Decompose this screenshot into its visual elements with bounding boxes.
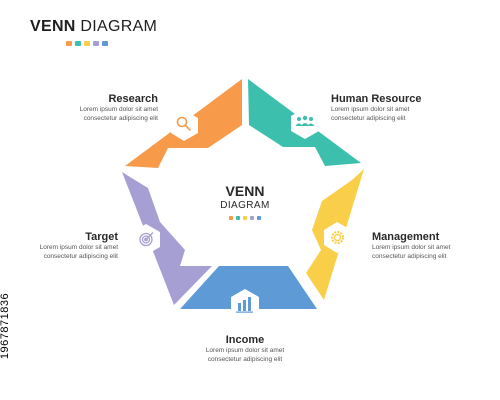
- target-icon: [139, 232, 154, 247]
- segment-target: [122, 172, 212, 305]
- bar-chart-icon: [236, 297, 253, 313]
- human-resource-label: Human Resource Lorem ipsum dolor sit ame…: [331, 93, 421, 123]
- research-badge: [171, 110, 198, 141]
- human-resource-badge: [291, 108, 319, 139]
- title-bold: VENN: [30, 18, 76, 35]
- research-label: Research Lorem ipsum dolor sit amet cons…: [80, 93, 158, 123]
- management-badge: [324, 222, 351, 253]
- human-resource-desc-2: consectetur adipiscing elit: [331, 114, 406, 122]
- color-dot: [250, 216, 254, 220]
- center-title-line1: VENN: [225, 183, 265, 199]
- center-title: VENN DIAGRAM: [200, 183, 290, 220]
- color-dot: [75, 41, 81, 46]
- research-desc-1: Lorem ipsum dolor sit amet: [79, 106, 158, 113]
- management-label: Management Lorem ipsum dolor sit amet co…: [372, 231, 450, 261]
- segment-income: [180, 266, 317, 309]
- income-label: Income Lorem ipsum dolor sit amet consec…: [195, 334, 295, 364]
- color-dot: [84, 41, 90, 46]
- color-dot: [93, 41, 99, 46]
- income-desc-1: Lorem ipsum dolor sit amet: [205, 347, 285, 354]
- title-color-dots: [66, 41, 108, 46]
- human-resource-desc-1: Lorem ipsum dolor sit amet: [331, 106, 410, 113]
- center-title-line2: DIAGRAM: [220, 200, 270, 211]
- research-heading: Research: [108, 93, 158, 105]
- color-dot: [229, 216, 233, 220]
- management-desc-2: consectetur adipiscing elit: [372, 252, 447, 260]
- color-dot: [66, 41, 72, 46]
- color-dot: [243, 216, 247, 220]
- income-heading: Income: [225, 334, 265, 346]
- research-desc-2: consectetur adipiscing elit: [83, 114, 158, 122]
- target-heading: Target: [85, 231, 118, 243]
- target-label: Target Lorem ipsum dolor sit amet consec…: [40, 231, 118, 261]
- income-badge: [231, 289, 259, 320]
- gear-icon: [330, 230, 345, 245]
- income-desc-2: consectetur adipiscing elit: [207, 355, 283, 363]
- people-icon: [295, 115, 315, 126]
- magnifier-icon: [176, 116, 191, 131]
- management-heading: Management: [372, 231, 440, 243]
- image-id: 1967871836: [0, 292, 12, 360]
- management-desc-1: Lorem ipsum dolor sit amet: [372, 244, 451, 251]
- color-dot: [236, 216, 240, 220]
- center-color-dots: [200, 216, 290, 220]
- page-title: VENN DIAGRAM: [30, 18, 157, 36]
- color-dot: [257, 216, 261, 220]
- target-desc-2: consectetur adipiscing elit: [43, 252, 118, 260]
- color-dot: [102, 41, 108, 46]
- target-badge: [132, 224, 160, 255]
- title-light: DIAGRAM: [80, 18, 158, 35]
- human-resource-heading: Human Resource: [331, 93, 422, 105]
- target-desc-1: Lorem ipsum dolor sit amet: [39, 244, 118, 251]
